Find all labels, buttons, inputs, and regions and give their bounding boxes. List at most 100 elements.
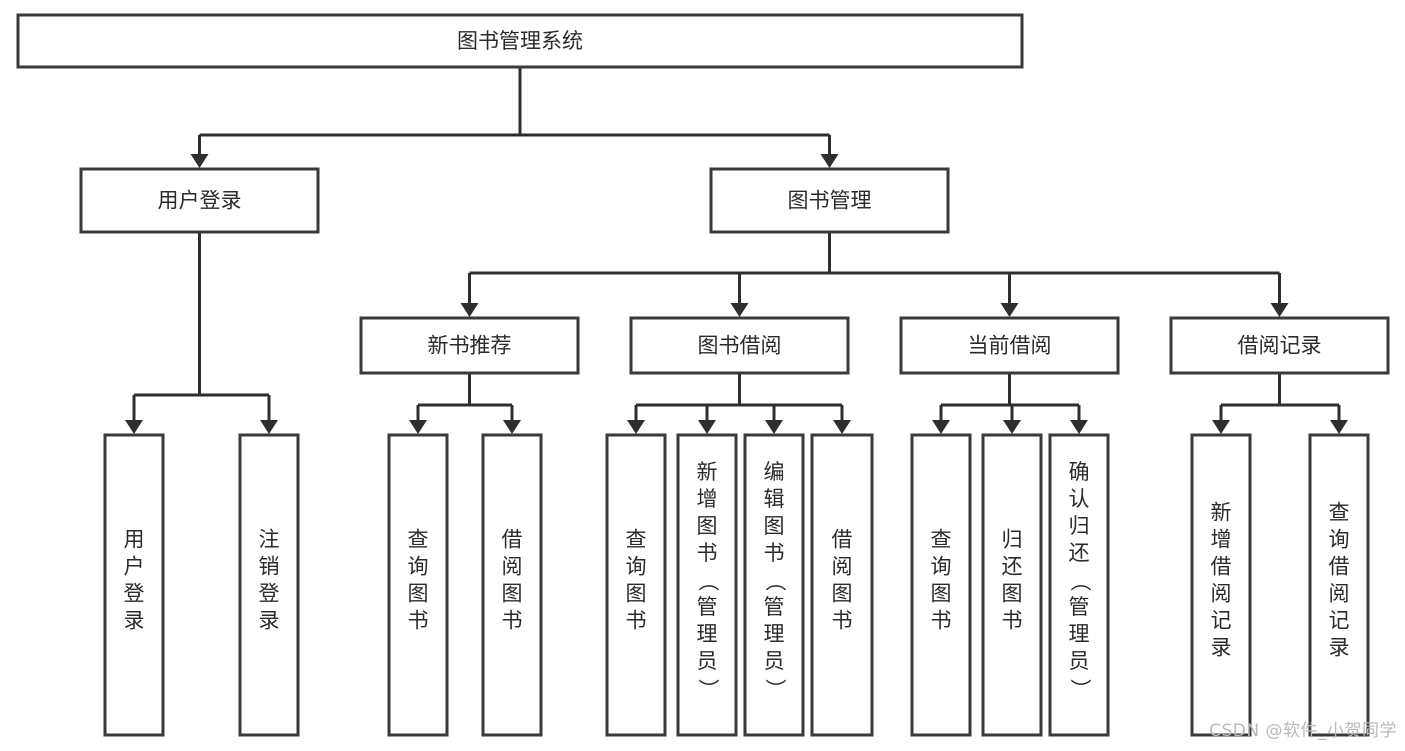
svg-text:注: 注 [259,528,280,552]
leaf-box [743,433,805,737]
svg-text:（: （ [696,571,720,592]
svg-text:借: 借 [502,528,523,552]
svg-text:）: ） [696,679,720,700]
root-node-label: 图书管理系统 [457,29,583,53]
svg-text:询: 询 [408,555,429,579]
svg-text:借: 借 [1329,555,1350,579]
svg-text:登: 登 [124,582,145,606]
svg-text:新: 新 [1211,501,1232,525]
level3-node[interactable]: 图书借阅 [629,316,850,375]
svg-text:辑: 辑 [764,487,785,511]
leaf-box [810,433,874,737]
svg-text:书: 书 [1002,609,1023,633]
leaf-box [387,433,449,737]
svg-text:书: 书 [697,541,718,565]
svg-text:理: 理 [1069,622,1090,646]
svg-text:书: 书 [764,541,785,565]
svg-text:理: 理 [697,622,718,646]
leaf-box [1048,433,1110,737]
svg-text:登: 登 [259,582,280,606]
svg-text:管: 管 [764,595,785,619]
svg-text:（: （ [1068,571,1092,592]
leaf-box [1190,433,1252,737]
arrow-head-icon [1212,420,1230,434]
leaf-box [238,433,300,737]
svg-text:书: 书 [626,609,647,633]
svg-text:认: 认 [1069,487,1090,511]
level3-node[interactable]: 借阅记录 [1169,316,1390,375]
leaf-box [605,433,667,737]
svg-text:查: 查 [931,528,952,552]
svg-text:（: （ [763,571,787,592]
level2-node[interactable]: 用户登录 [79,167,320,234]
level2-node[interactable]: 图书管理 [709,167,950,234]
arrow-head-icon [409,420,427,434]
arrow-head-icon [833,420,851,434]
level2-node-box [709,167,950,234]
level3-node-label: 借阅记录 [1238,334,1322,358]
svg-text:管: 管 [697,595,718,619]
level3-node[interactable]: 新书推荐 [359,316,580,375]
level3-node-box [1169,316,1390,375]
leaf-box [981,433,1043,737]
svg-text:阅: 阅 [1329,582,1350,606]
level3-node-label: 新书推荐 [428,334,512,358]
svg-text:记: 记 [1211,609,1232,633]
svg-text:管: 管 [1069,595,1090,619]
root-node[interactable]: 图书管理系统 [16,13,1024,69]
level3-node-box [629,316,850,375]
svg-text:询: 询 [1329,528,1350,552]
svg-text:录: 录 [1329,636,1350,660]
svg-text:还: 还 [1002,555,1023,579]
arrow-head-icon [765,420,783,434]
csdn-watermark: CSDN @软件_小贺同学 [1209,721,1397,741]
leaf-box [676,433,738,737]
connector-layer [125,67,1348,434]
arrow-head-icon [730,303,749,317]
level3-node-label: 图书借阅 [698,334,782,358]
svg-text:阅: 阅 [832,555,853,579]
svg-text:增: 增 [697,487,718,511]
leaf-box [103,433,165,737]
leaf-label: 用户登录 [124,528,145,633]
arrow-head-icon [1000,303,1019,317]
svg-text:书: 书 [931,609,952,633]
leaf-box [910,433,972,737]
arrow-head-icon [627,420,645,434]
level3-node-box [359,316,580,375]
svg-text:录: 录 [124,609,145,633]
svg-text:）: ） [763,679,787,700]
leaf-node[interactable]: 用户登录 [103,433,165,737]
level3-node[interactable]: 当前借阅 [899,316,1120,375]
svg-text:询: 询 [931,555,952,579]
svg-text:录: 录 [259,609,280,633]
svg-text:销: 销 [259,555,280,579]
arrow-head-icon [1003,420,1021,434]
arrow-head-icon [1270,303,1289,317]
svg-text:员: 员 [697,649,718,673]
arrow-head-icon [932,420,950,434]
svg-text:图: 图 [697,514,718,538]
svg-text:借: 借 [832,528,853,552]
arrow-head-icon [698,420,716,434]
